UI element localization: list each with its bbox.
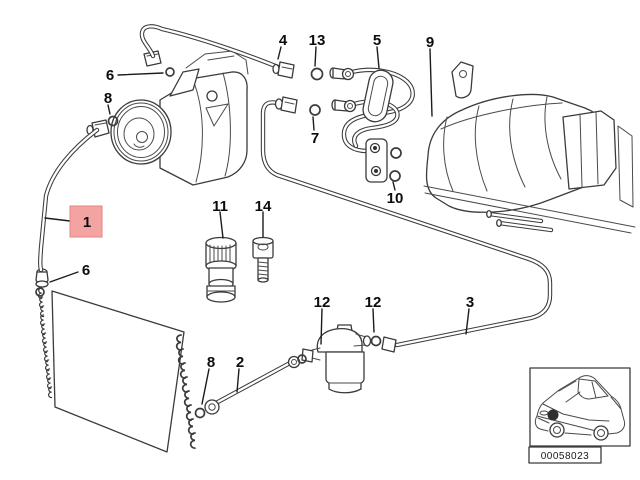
callout-label[interactable]: 3	[466, 294, 474, 311]
diagram-code: 00058023	[541, 451, 590, 462]
callout-label[interactable]: 9	[426, 34, 434, 51]
evaporator-twin-pipes	[329, 67, 415, 183]
o-ring-10-b	[389, 170, 401, 182]
drier-outlet-nut	[381, 336, 397, 353]
condenser-left-coils	[37, 287, 53, 399]
pipe-2	[204, 355, 301, 415]
o-ring-13	[310, 67, 324, 81]
intake-manifold	[423, 61, 636, 234]
compressor-pulley	[110, 99, 172, 165]
callout-label[interactable]: 12	[365, 294, 382, 311]
pipe-3	[260, 96, 553, 348]
diagram-code-box	[528, 446, 602, 464]
callout-label[interactable]: 4	[279, 32, 288, 49]
car-location-inset: 00058023	[528, 367, 631, 464]
pipe-4	[139, 24, 295, 79]
callout-9[interactable]: 9	[426, 34, 434, 117]
o-ring-7	[309, 104, 321, 116]
location-dot	[547, 409, 559, 421]
callout-14[interactable]: 14	[255, 198, 272, 238]
callout-2[interactable]: 2	[236, 354, 244, 393]
pipe-bracket-5	[362, 69, 394, 123]
condenser-right-coils	[175, 334, 196, 450]
receiver-drier	[297, 324, 397, 394]
callout-label[interactable]: 8	[207, 354, 215, 371]
pipe-1	[38, 127, 100, 273]
o-ring-6-upper	[165, 67, 175, 77]
callout-8-lower[interactable]: 8	[201, 354, 215, 405]
condenser	[35, 268, 196, 453]
o-ring-10-a	[390, 147, 402, 159]
callout-label[interactable]: 5	[373, 32, 381, 49]
highlight-box-part-1[interactable]	[69, 205, 103, 238]
service-valve-11	[205, 236, 237, 303]
o-ring-12-right	[370, 335, 382, 347]
callout-label[interactable]: 2	[236, 354, 244, 371]
callout-11[interactable]: 11	[212, 198, 228, 239]
callout-12-right[interactable]: 12	[365, 294, 382, 333]
callout-5[interactable]: 5	[373, 32, 381, 69]
callout-label[interactable]: 11	[212, 198, 228, 215]
compressor	[86, 50, 249, 186]
callout-label[interactable]: 6	[106, 67, 114, 84]
callout-6-lower[interactable]: 6	[49, 262, 90, 283]
callout-4[interactable]: 4	[277, 32, 288, 60]
callout-label[interactable]: 8	[104, 90, 112, 107]
o-ring-8-upper	[107, 115, 119, 127]
callout-label[interactable]: 1	[83, 214, 91, 231]
callout-7[interactable]: 7	[311, 116, 319, 147]
callout-1-highlighted[interactable]: 1	[44, 205, 103, 238]
o-ring-12-left	[297, 354, 307, 364]
condenser-inlet-fitting	[35, 268, 49, 288]
callout-label[interactable]: 12	[314, 294, 331, 311]
callout-label[interactable]: 7	[311, 130, 319, 147]
bolt-14	[252, 236, 274, 283]
o-ring-8-lower	[194, 407, 206, 419]
callout-label[interactable]: 10	[387, 190, 404, 207]
twin-pipe-fittings	[329, 67, 357, 113]
o-ring-6-lower	[35, 287, 45, 297]
callout-12-left[interactable]: 12	[314, 294, 331, 345]
callout-8-upper[interactable]: 8	[104, 90, 112, 115]
drier-inlet-nut	[301, 348, 314, 363]
callout-10[interactable]: 10	[387, 181, 404, 207]
callout-13[interactable]: 13	[309, 32, 326, 67]
callout-3[interactable]: 3	[465, 294, 474, 335]
callout-label[interactable]: 6	[82, 262, 90, 279]
callout-label[interactable]: 13	[309, 32, 326, 49]
junction-block-10	[365, 138, 388, 183]
car-illustration	[534, 375, 626, 441]
callout-6-upper[interactable]: 6	[106, 67, 164, 84]
callout-label[interactable]: 14	[255, 198, 272, 215]
